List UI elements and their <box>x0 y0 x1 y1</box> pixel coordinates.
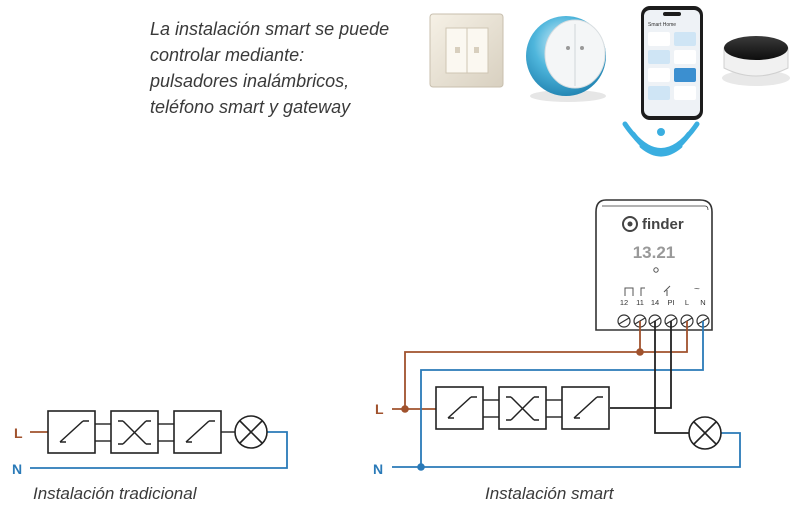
smartphone-icon: Smart Home <box>641 6 703 120</box>
ac-symbol: ~ <box>694 284 700 295</box>
intro-line-2: controlar mediante: <box>150 45 305 65</box>
terminal-label-12: 12 <box>620 298 628 307</box>
device-model: 13.21 <box>633 243 676 262</box>
traditional-label-l: L <box>14 425 23 441</box>
gateway-icon <box>722 36 790 86</box>
intro-text: La instalación smart se puede controlar … <box>150 16 415 120</box>
smart-circuit <box>392 321 741 471</box>
caption-smart: Instalación smart <box>485 484 614 503</box>
traditional-circuit <box>30 410 288 469</box>
terminal-label-14: 14 <box>651 298 659 307</box>
smart-label-l: L <box>375 401 384 417</box>
phone-header: Smart Home <box>648 22 676 28</box>
terminal-label-l: L <box>685 298 689 307</box>
device-brand: finder <box>642 216 684 233</box>
smart-label-n: N <box>373 461 383 477</box>
intro-line-4: teléfono smart y gateway <box>150 97 351 117</box>
finder-13-21-device: finder 13.21 ~ 12 11 14 PI L N <box>595 199 713 331</box>
intro-line-3: pulsadores inalámbricos, <box>150 71 350 91</box>
lamp-icon <box>688 416 722 450</box>
wifi-icon <box>622 121 700 157</box>
traditional-label-n: N <box>12 461 22 477</box>
finder-logo-icon <box>622 216 638 232</box>
lamp-icon <box>234 415 268 449</box>
wireless-button-icon <box>526 16 606 102</box>
terminal-label-pi: PI <box>667 298 674 307</box>
intro-line-1: La instalación smart se puede <box>150 19 390 39</box>
terminal-label-11: 11 <box>636 298 644 307</box>
wall-switch-icon <box>429 13 504 88</box>
terminal-label-n: N <box>700 298 705 307</box>
caption-traditional: Instalación tradicional <box>33 484 197 503</box>
